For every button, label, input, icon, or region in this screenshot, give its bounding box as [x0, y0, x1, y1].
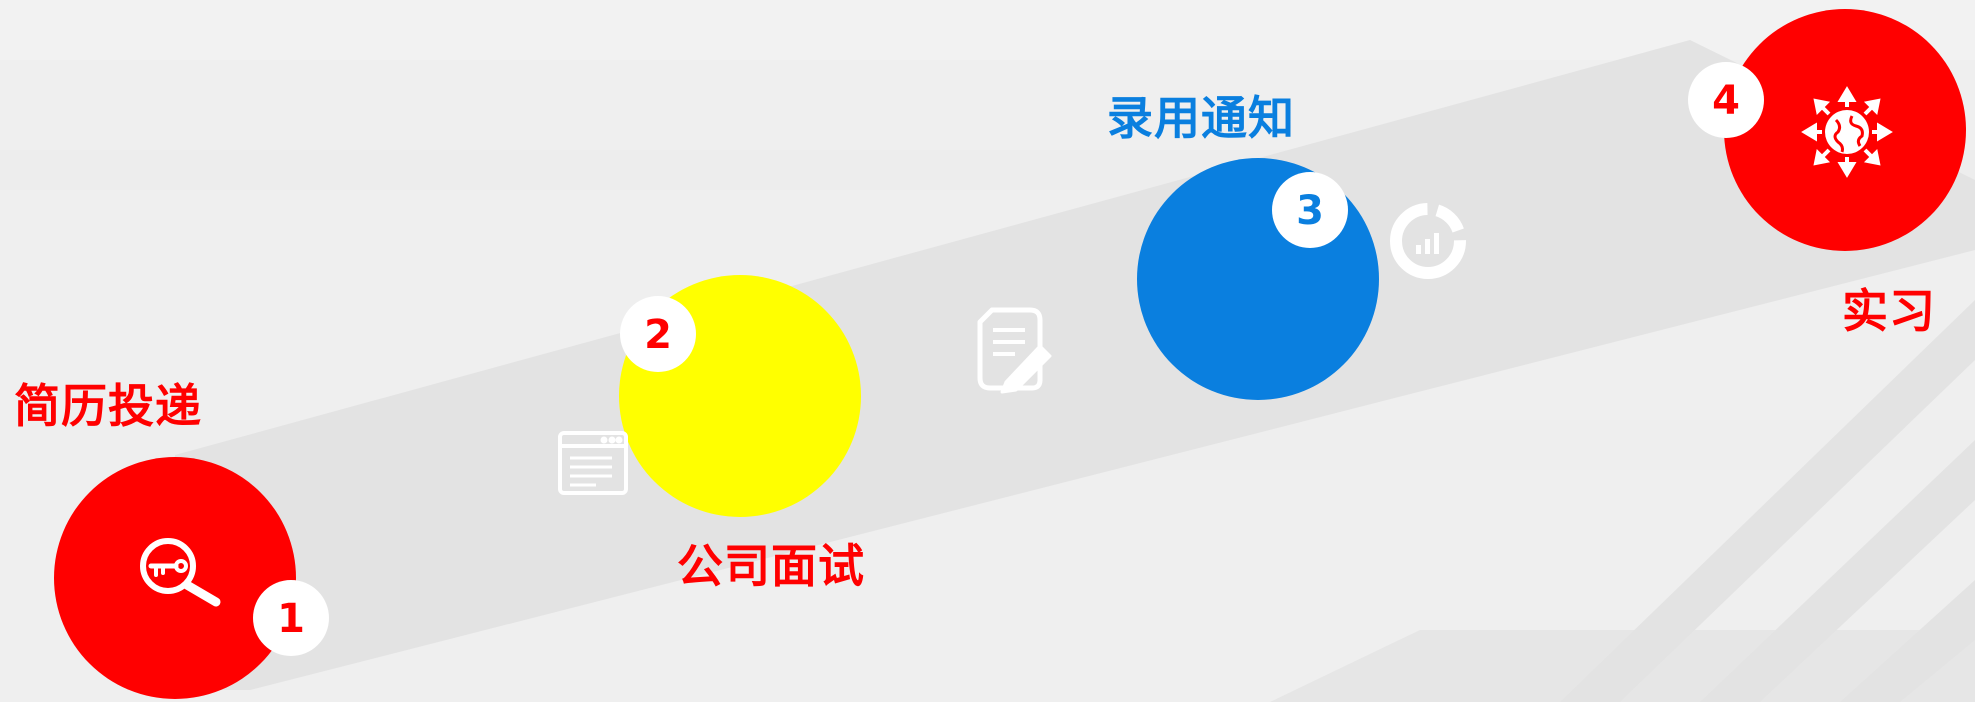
- step-2-label: 公司面试: [677, 539, 865, 593]
- step-3-badge: [1272, 172, 1348, 248]
- step-2: 2: [558, 275, 861, 517]
- step-1-badge: [253, 580, 329, 656]
- step-1-number: 1: [277, 596, 305, 642]
- step-3-number: 3: [1296, 188, 1324, 234]
- step-1-circle: [54, 457, 296, 699]
- globe-network-icon: [1801, 86, 1893, 178]
- step-1: 1: [54, 457, 329, 699]
- step-2-badge: [620, 296, 696, 372]
- key-search-icon: [140, 538, 221, 607]
- browser-window-icon: [558, 431, 628, 495]
- step-2-number: 2: [644, 312, 672, 358]
- step-4-label: 实习: [1842, 284, 1936, 338]
- donut-chart-icon: [1390, 203, 1466, 279]
- step-4: 4: [1688, 9, 1966, 251]
- progress-band: [170, 40, 1975, 690]
- step-1-label: 简历投递: [14, 379, 202, 433]
- step-4-badge: [1688, 62, 1764, 138]
- step-3-label: 录用通知: [1107, 91, 1295, 145]
- step-4-number: 4: [1712, 78, 1740, 124]
- step-3: 3: [1137, 158, 1379, 400]
- document-edit-icon: [977, 307, 1052, 394]
